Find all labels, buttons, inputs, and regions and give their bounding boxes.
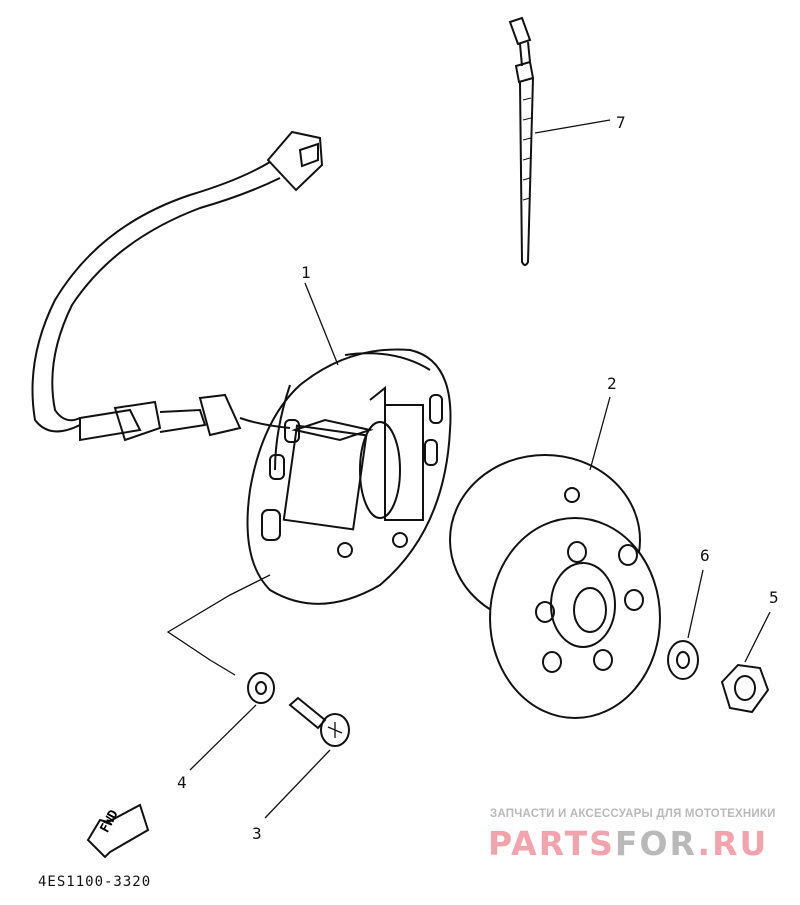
part-label-3: 3: [252, 824, 262, 843]
part-label-1: 1: [301, 263, 311, 282]
drawing-code: 4ES1100-3320: [38, 874, 152, 890]
nut-5: [720, 611, 771, 714]
part-label-7: 7: [616, 113, 626, 132]
part-label-6: 6: [700, 546, 710, 565]
part-label-2: 2: [607, 374, 617, 393]
watermark-brand-c: .RU: [697, 824, 769, 863]
flywheel-rotor: [449, 396, 661, 719]
stator-assembly: [246, 282, 452, 605]
watermark-logo: PARTSFOR.RU: [488, 824, 768, 863]
cable-tie: [508, 16, 611, 266]
part-label-4: 4: [177, 773, 187, 792]
watermark-brand-a: PARTS: [488, 824, 615, 863]
washer-6: [667, 569, 704, 680]
watermark-tagline: ЗАПЧАСТИ И АКСЕССУАРЫ ДЛЯ МОТОТЕХНИКИ: [490, 808, 776, 820]
washer-4: [166, 574, 275, 771]
screw-3: [264, 696, 350, 819]
watermark-brand-b: FOR: [614, 824, 698, 863]
wire-harness: [31, 130, 324, 442]
fwd-arrow: [86, 803, 150, 859]
part-label-5: 5: [769, 588, 779, 607]
